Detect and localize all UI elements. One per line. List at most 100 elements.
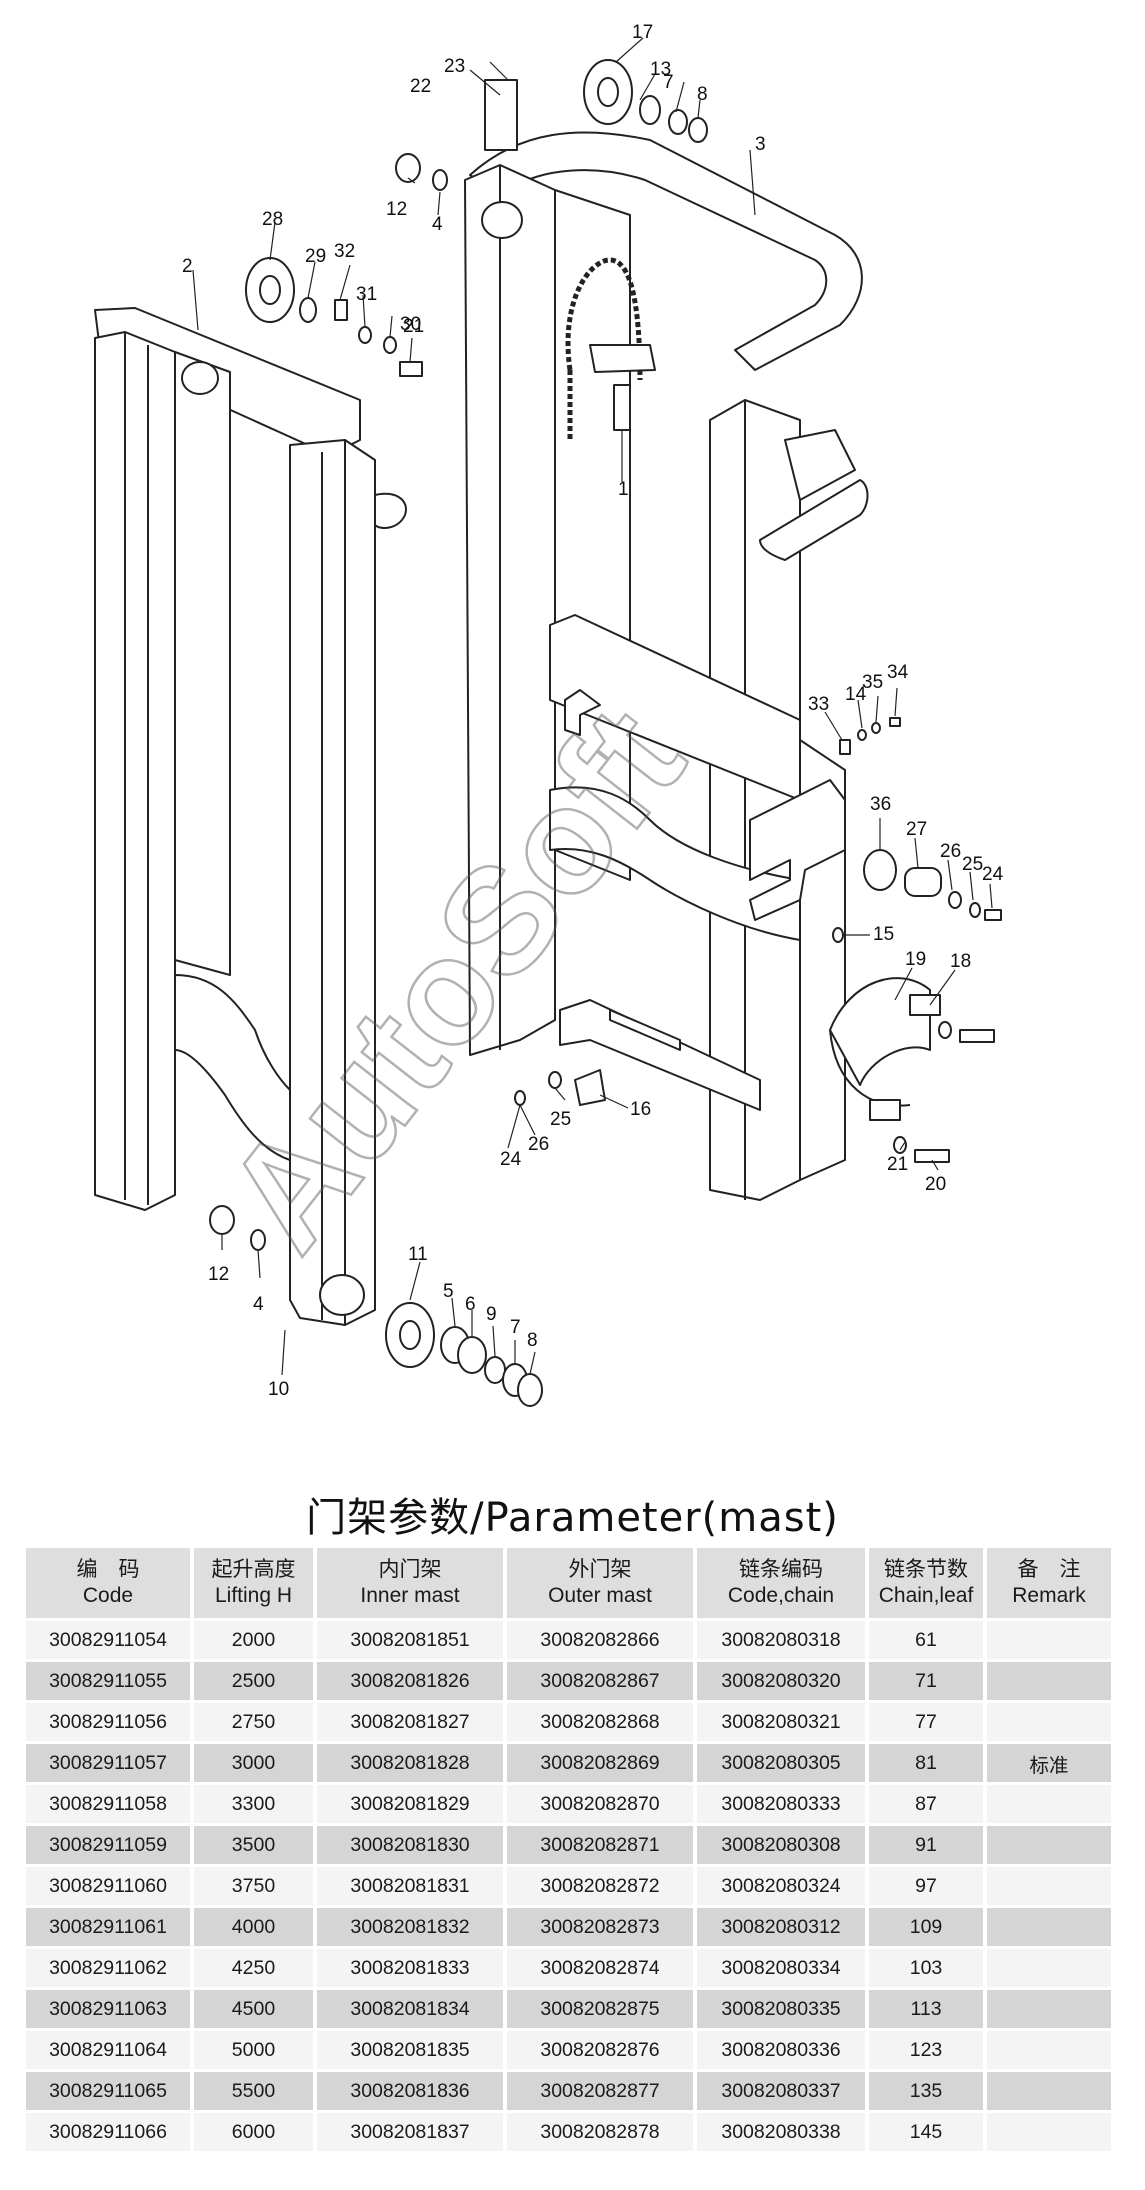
callout-5: 5 <box>443 1281 454 1302</box>
bolt <box>914 1149 950 1163</box>
table-cell: 30082081835 <box>315 2028 507 2071</box>
cylinder-clamp <box>829 977 931 1086</box>
table-cell: 61 <box>867 1618 987 1661</box>
clip <box>839 739 851 755</box>
column-header: 内门架 Inner mast <box>315 1548 507 1620</box>
table-cell: 30082082874 <box>505 1946 697 1989</box>
washer <box>871 722 881 734</box>
callout-29: 29 <box>305 246 326 267</box>
column-header-cn: 编 码 <box>76 1558 140 1581</box>
pulley-hub <box>259 275 281 305</box>
table-cell: 30082080321 <box>695 1700 869 1743</box>
bearing <box>395 153 421 183</box>
table-cell: 30082082876 <box>505 2028 697 2071</box>
bearing <box>209 1205 235 1235</box>
table-cell: 30082911062 <box>26 1946 194 1989</box>
pulley-hub <box>399 1320 421 1350</box>
callout-1: 1 <box>618 479 629 500</box>
callout-22: 22 <box>410 76 431 97</box>
column-header: 编 码 Code <box>26 1548 194 1620</box>
column-header-en: Inner mast <box>360 1584 460 1607</box>
table-cell: 30082080336 <box>695 2028 869 2071</box>
table-cell: 30082082868 <box>505 1700 697 1743</box>
table-cell <box>985 1864 1115 1907</box>
callout-2: 2 <box>182 256 193 277</box>
callout-3: 3 <box>755 134 766 155</box>
column-header-cn: 内门架 <box>378 1558 442 1581</box>
callout-4b: 4 <box>253 1294 264 1315</box>
table-cell: 97 <box>867 1864 987 1907</box>
clip <box>334 299 348 321</box>
callout-12b: 12 <box>208 1264 229 1285</box>
table-cell: 30082080320 <box>695 1659 869 1702</box>
callout-21b: 21 <box>887 1154 908 1175</box>
table-cell: 30082081836 <box>315 2069 507 2112</box>
table-cell: 109 <box>867 1905 987 1948</box>
callout-18: 18 <box>950 951 971 972</box>
table-cell: 30082081828 <box>315 1741 507 1784</box>
callout-34: 34 <box>887 662 909 683</box>
table-cell: 4250 <box>192 1946 317 1989</box>
chain-anchor <box>589 344 656 373</box>
tilt-bracket <box>749 779 846 921</box>
crossmember-notch <box>564 689 601 736</box>
slot <box>609 1009 681 1051</box>
callout-7: 7 <box>510 1317 521 1338</box>
outer-mast-bracket <box>759 479 869 561</box>
callout-10: 10 <box>268 1379 289 1400</box>
outer-mast-bottom-crossmember <box>559 999 761 1111</box>
inner-mast-left-channel <box>94 331 176 1211</box>
callout-12: 12 <box>386 199 407 220</box>
chain-anchor-bolt <box>613 384 631 431</box>
column-header-cn: 起升高度 <box>211 1558 296 1581</box>
table-cell: 87 <box>867 1782 987 1825</box>
watermark-text: AutoSoft <box>193 677 715 1279</box>
callout-11: 11 <box>408 1244 428 1265</box>
table-cell: 30082082877 <box>505 2069 697 2112</box>
column-header-en: Remark <box>1012 1584 1086 1607</box>
table-cell: 30082911066 <box>26 2110 194 2151</box>
column-header-cn: 备 注 <box>1017 1558 1081 1581</box>
bearing <box>484 1356 506 1384</box>
table-cell: 6000 <box>192 2110 317 2151</box>
table-cell: 135 <box>867 2069 987 2112</box>
table-cell: 30082082866 <box>505 1618 697 1661</box>
table-cell: 30082081826 <box>315 1659 507 1702</box>
outer-mast-roller <box>481 201 523 239</box>
ring <box>517 1373 543 1407</box>
table-cell: 30082080308 <box>695 1823 869 1866</box>
callout-24: 24 <box>982 864 1004 885</box>
table-cell: 30082082867 <box>505 1659 697 1702</box>
table-cell: 30082080334 <box>695 1946 869 1989</box>
clamp-tab <box>869 1099 901 1121</box>
snap-ring <box>432 169 448 191</box>
washer <box>514 1090 526 1106</box>
table-cell: 5500 <box>192 2069 317 2112</box>
table-cell: 3300 <box>192 1782 317 1825</box>
column-header-en: Code <box>82 1584 134 1607</box>
table-cell: 30082082871 <box>505 1823 697 1866</box>
table-cell: 30082080338 <box>695 2110 869 2151</box>
inner-mast-right-channel <box>289 439 376 1326</box>
callout-13: 13 <box>650 59 671 80</box>
column-header-cn: 链条节数 <box>884 1558 968 1581</box>
column-header-en: Lifting H <box>214 1584 293 1607</box>
table-cell: 30082081827 <box>315 1700 507 1743</box>
washer <box>938 1021 952 1039</box>
callout-25: 25 <box>962 854 983 875</box>
table-cell: 30082082875 <box>505 1987 697 2030</box>
callout-26b: 26 <box>528 1134 549 1155</box>
callout-31: 31 <box>356 284 377 305</box>
inner-mast-lower-crossmember <box>174 974 291 1161</box>
clamp-tab <box>909 994 941 1016</box>
column-header: 备 注 Remark <box>985 1548 1115 1620</box>
outer-mast-top-frame <box>469 131 863 371</box>
washer <box>893 1136 907 1154</box>
callout-16: 16 <box>630 1099 651 1120</box>
